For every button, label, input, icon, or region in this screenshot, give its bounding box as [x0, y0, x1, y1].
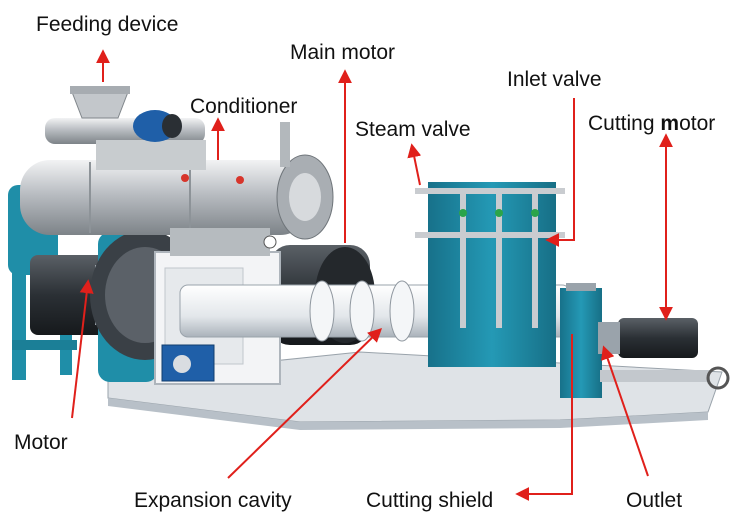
label-inlet-valve: Inlet valve [507, 68, 602, 91]
arrow-inlet-valve [545, 98, 575, 247]
label-main-motor: Main motor [290, 41, 396, 64]
arrow-motor [71, 279, 94, 419]
steam-pipe [280, 122, 290, 167]
cutting-shield [560, 283, 602, 398]
arrow-steam-valve [407, 143, 422, 186]
label-motor: Motor [14, 431, 68, 454]
label-conditioner: Conditioner [190, 95, 298, 118]
label-expansion-cavity: Expansion cavity [134, 489, 292, 512]
feeding-device [45, 86, 206, 170]
valve-panel [415, 182, 565, 367]
label-steam-valve: Steam valve [355, 118, 471, 141]
label-cutting-motor-prefix: Cutting [588, 112, 661, 135]
label-cutting-motor-suffix: otor [679, 112, 716, 135]
arrow-expansion-cavity [227, 328, 383, 479]
annotation-arrows [71, 49, 673, 501]
control-box [161, 344, 215, 382]
label-cutting-shield: Cutting shield [366, 489, 494, 512]
arrow-cutting-shield [515, 334, 573, 501]
arrow-outlet [601, 345, 649, 477]
cutting-motor [598, 318, 730, 390]
conditioner-drum [20, 154, 334, 240]
label-cutting-motor: Cutting motor [588, 113, 715, 134]
label-cutting-motor-bold: m [660, 112, 680, 135]
label-outlet: Outlet [626, 489, 683, 512]
label-feeding-device: Feeding device [36, 13, 179, 36]
